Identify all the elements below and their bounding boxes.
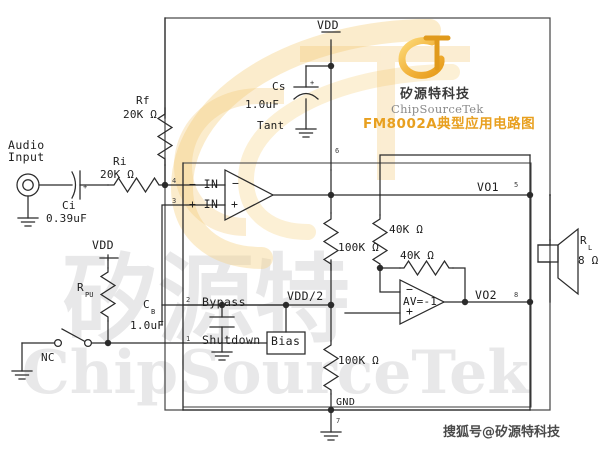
vdd-half-label: VDD/2 <box>287 289 324 303</box>
cb-subscript-label: B <box>151 308 156 316</box>
vdd-top-label: VDD <box>317 18 339 32</box>
ci-name-label: Ci <box>62 199 76 212</box>
ri-value-label: 20K Ω <box>100 168 135 181</box>
vo1-label: VO1 <box>477 180 499 194</box>
pin-number-bypass: 2 <box>186 296 191 304</box>
cb-name-label: C <box>143 298 150 311</box>
r40k-feedback-label: 40K Ω <box>400 249 435 262</box>
cs-name-label: Cs <box>272 80 286 93</box>
audio-input-label: Audio Input <box>8 138 45 164</box>
speaker-subscript-label: L <box>588 244 593 252</box>
cs-value-label: 1.0uF <box>245 98 280 111</box>
amp2-plus-sign: + <box>406 304 414 318</box>
rf-value-label: 20K Ω <box>123 108 158 121</box>
speaker-name-label: R <box>580 234 587 247</box>
cb-value-label: 1.0uF <box>130 319 165 332</box>
r40k-vertical-label: 40K Ω <box>389 223 424 236</box>
amp2-gain-label: AV=-1 <box>403 295 438 308</box>
chipsourcetek-logo-icon <box>398 35 451 79</box>
rf-name-label: Rf <box>136 94 150 107</box>
shutdown-label: Shutdown <box>202 333 261 347</box>
brand-name-cn: 矽源特科技 <box>400 87 471 102</box>
neg-in-label: − IN <box>189 177 219 191</box>
pin-number-vo2: 8 <box>514 291 519 299</box>
bias-block-label: Bias <box>271 334 301 348</box>
rpu-name-label: R <box>77 281 84 294</box>
ri-name-label: Ri <box>113 155 127 168</box>
pin-number-gnd: 7 <box>336 417 341 425</box>
vdd-pullup-label: VDD <box>92 238 114 252</box>
r100k-lower-label: 100K Ω <box>338 354 379 367</box>
amp2-minus-sign: − <box>406 282 414 296</box>
nc-switch-label: NC <box>41 351 55 364</box>
ci-polarity-plus: + <box>83 183 88 191</box>
brand-name-en: ChipSourceTek <box>391 102 484 116</box>
pin-number-neg-in: 4 <box>172 177 177 185</box>
pin-number-pos-in: 3 <box>172 197 177 205</box>
vo2-label: VO2 <box>475 288 497 302</box>
footer-watermark: 搜狐号@矽源特科技 <box>443 425 561 440</box>
ci-value-label: 0.39uF <box>46 212 87 225</box>
amp1-plus-sign: + <box>231 197 239 211</box>
speaker-value-label: 8 Ω <box>578 254 599 267</box>
gnd-label: GND <box>336 397 356 408</box>
cs-type-label: Tant <box>257 119 285 132</box>
pin-number-vo1: 5 <box>514 181 519 189</box>
r100k-upper-label: 100K Ω <box>338 241 379 254</box>
pin-number-vdd: 6 <box>335 147 340 155</box>
amp1-minus-sign: − <box>232 176 240 190</box>
pin-number-shutdown: 1 <box>186 335 191 343</box>
rpu-subscript-label: PU <box>85 291 94 299</box>
cs-polarity-plus: + <box>310 79 315 87</box>
pos-in-label: + IN <box>189 197 219 211</box>
diagram-title: FM8002A典型应用电路图 <box>363 116 536 132</box>
bypass-label: Bypass <box>202 295 246 309</box>
